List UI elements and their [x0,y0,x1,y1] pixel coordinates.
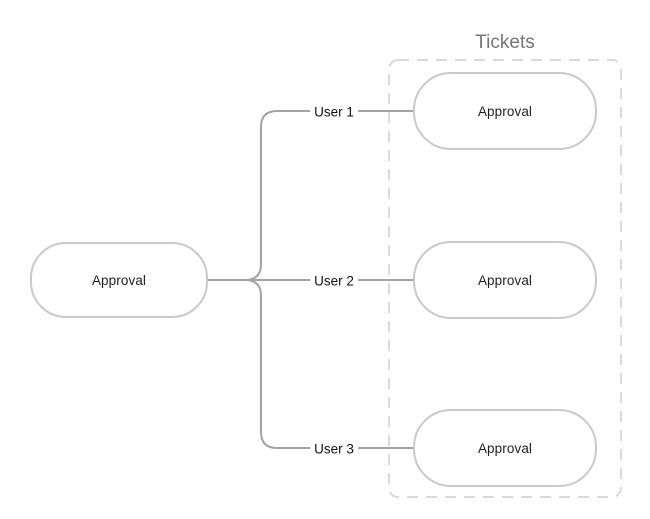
node-label: Approval [477,103,533,119]
edge-label-user-2[interactable]: User 2 [310,272,358,290]
node-label: Approval [477,272,533,288]
edge-user-1-path [208,110,413,281]
node-approval-ticket-1[interactable]: Approval [413,72,597,150]
edge-label-user-1[interactable]: User 1 [310,103,358,121]
edge-label-user-3[interactable]: User 3 [310,440,358,458]
edge-user-3-path [208,279,413,449]
node-approval-ticket-2[interactable]: Approval [413,241,597,319]
node-label: Approval [91,272,147,288]
tickets-group-border [388,59,622,498]
node-approval-root[interactable]: Approval [30,242,208,318]
node-approval-ticket-3[interactable]: Approval [413,409,597,487]
tickets-group-label: Tickets [475,32,535,53]
node-label: Approval [477,440,533,456]
